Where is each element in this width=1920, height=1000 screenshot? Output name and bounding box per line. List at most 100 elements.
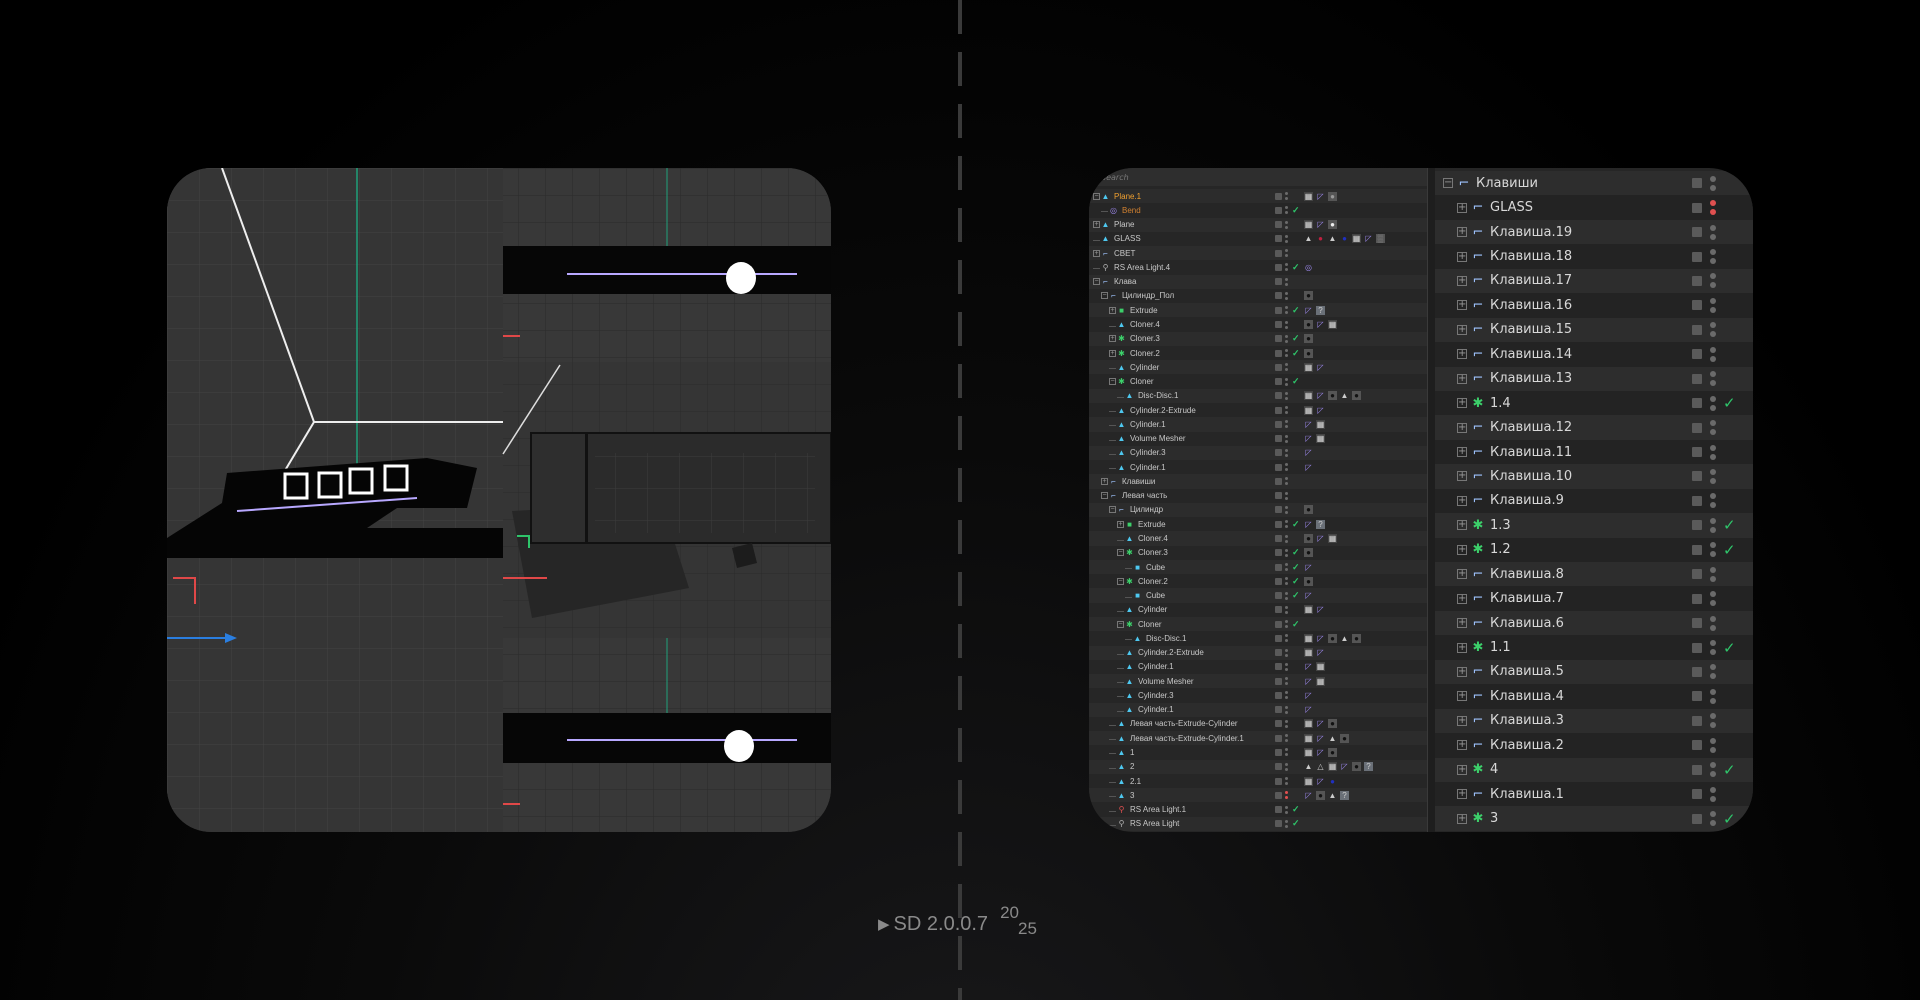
dark-sphere-tag-icon[interactable]: ●	[1304, 348, 1313, 358]
outliner-row[interactable]: +⌐Клавиша.18	[1435, 244, 1753, 269]
visibility-dots[interactable]	[1710, 297, 1716, 313]
layer-edit-icon[interactable]	[1275, 406, 1282, 414]
outliner-row[interactable]: +⌐Клавиша.16	[1435, 293, 1753, 318]
expand-icon[interactable]: +	[1457, 372, 1467, 384]
dark-sphere-tag-icon[interactable]: ●	[1304, 505, 1313, 515]
dark-sphere-tag-icon[interactable]: ●	[1304, 320, 1313, 330]
layer-edit-icon[interactable]	[1692, 471, 1702, 482]
outliner-row[interactable]: ▲Cylinder.1◸	[1089, 702, 1427, 717]
phong-tag-icon[interactable]: ◸	[1305, 790, 1312, 800]
layer-edit-icon[interactable]	[1275, 463, 1282, 471]
visibility-dots[interactable]	[1285, 534, 1288, 543]
triangle-tag-icon[interactable]: ▲	[1328, 234, 1337, 244]
expand-icon[interactable]: +	[1457, 568, 1467, 580]
visibility-dots[interactable]	[1285, 548, 1288, 557]
layer-edit-icon[interactable]	[1692, 373, 1702, 384]
collapse-icon[interactable]: −	[1093, 192, 1100, 200]
outliner-row[interactable]: ▲Левая часть-Extrude-Cylinder▦◸●	[1089, 716, 1427, 732]
expand-icon[interactable]: +	[1457, 299, 1467, 311]
expand-icon[interactable]: +	[1457, 641, 1467, 653]
layer-edit-icon[interactable]	[1275, 306, 1282, 314]
outliner-row[interactable]: ⚲RS Area Light.4✓◎	[1089, 260, 1427, 275]
visibility-dots[interactable]	[1285, 463, 1288, 472]
layer-edit-icon[interactable]	[1275, 806, 1282, 814]
checker-tag-icon[interactable]: ▦	[1304, 220, 1313, 230]
dark-sphere-tag-icon[interactable]: ●	[1328, 747, 1337, 757]
outliner-row[interactable]: +✱4✓	[1435, 757, 1753, 782]
visibility-dots[interactable]	[1710, 737, 1716, 753]
visibility-dots[interactable]	[1285, 605, 1288, 614]
expand-icon[interactable]: +	[1457, 519, 1467, 531]
visibility-dots[interactable]	[1285, 634, 1288, 643]
visibility-dots[interactable]	[1285, 249, 1288, 258]
outliner-row[interactable]: +✱1.3✓	[1435, 513, 1753, 538]
outliner-row[interactable]: +✱Cloner.2✓●	[1089, 345, 1427, 361]
phong-tag-icon[interactable]: ◸	[1317, 747, 1324, 757]
visibility-dots[interactable]	[1285, 434, 1288, 443]
layer-edit-icon[interactable]	[1275, 449, 1282, 457]
enabled-check-icon[interactable]: ✓	[1292, 304, 1300, 315]
dark-sphere-tag-icon[interactable]: ●	[1352, 633, 1361, 643]
checker-tag-icon[interactable]: ▦	[1304, 191, 1313, 201]
outliner-row[interactable]: ▲Cylinder.1◸	[1089, 460, 1427, 475]
dark-sphere-tag-icon[interactable]: ●	[1328, 719, 1337, 729]
checker-tag-icon[interactable]: ▦	[1316, 676, 1325, 686]
layer-edit-icon[interactable]	[1692, 227, 1702, 238]
layer-edit-icon[interactable]	[1692, 691, 1702, 702]
visibility-dots[interactable]	[1710, 542, 1716, 558]
expand-icon[interactable]: +	[1093, 249, 1100, 257]
expand-icon[interactable]: +	[1457, 812, 1467, 824]
outliner-row[interactable]: +⌐Клавиша.11	[1435, 439, 1753, 465]
visibility-dots[interactable]	[1285, 791, 1288, 800]
visibility-dots[interactable]	[1285, 334, 1288, 343]
visibility-dots[interactable]	[1710, 591, 1716, 607]
layer-edit-icon[interactable]	[1275, 249, 1282, 257]
visibility-dots[interactable]	[1285, 363, 1288, 372]
outliner-row[interactable]: ⚲RS Area Light.1✓	[1089, 802, 1427, 817]
outliner-row[interactable]: +⌐Клавиша.3	[1435, 708, 1753, 734]
layer-edit-icon[interactable]	[1692, 764, 1702, 775]
layer-edit-icon[interactable]	[1692, 520, 1702, 531]
checker-tag-icon[interactable]: ▦	[1328, 534, 1337, 543]
blue-sphere-tag-icon[interactable]: ●	[1330, 776, 1335, 786]
visibility-dots[interactable]	[1710, 175, 1716, 191]
outliner-row[interactable]: +▲Plane▦◸●	[1089, 217, 1427, 232]
layer-edit-icon[interactable]	[1275, 278, 1282, 286]
outliner-row[interactable]: −✱Cloner✓	[1089, 374, 1427, 389]
expand-icon[interactable]: +	[1457, 690, 1467, 702]
layer-edit-icon[interactable]	[1692, 544, 1702, 555]
phong-tag-icon[interactable]: ◸	[1317, 534, 1324, 543]
expand-icon[interactable]: +	[1109, 349, 1116, 357]
enabled-check-icon[interactable]: ✓	[1292, 333, 1300, 344]
outliner-row[interactable]: ◎Bend✓	[1089, 203, 1427, 218]
outliner-row[interactable]: +⌐Клавиша.10	[1435, 464, 1753, 489]
phong-tag-icon[interactable]: ◸	[1365, 234, 1372, 244]
visibility-dots[interactable]	[1710, 786, 1716, 802]
outline-triangle-tag-icon[interactable]: △	[1317, 762, 1324, 772]
layer-edit-icon[interactable]	[1692, 813, 1702, 824]
phong-tag-icon[interactable]: ◸	[1305, 448, 1312, 458]
layer-edit-icon[interactable]	[1692, 324, 1702, 335]
phong-tag-icon[interactable]: ◸	[1305, 690, 1312, 700]
visibility-dots[interactable]	[1710, 249, 1716, 265]
visibility-dots[interactable]	[1710, 615, 1716, 631]
expand-icon[interactable]: +	[1457, 763, 1467, 775]
layer-edit-icon[interactable]	[1275, 363, 1282, 371]
layer-edit-icon[interactable]	[1275, 791, 1282, 799]
expand-icon[interactable]: +	[1457, 421, 1467, 433]
phong-tag-icon[interactable]: ◸	[1317, 220, 1324, 230]
visibility-dots[interactable]	[1710, 762, 1716, 778]
checker-tag-icon[interactable]: ▦	[1304, 747, 1313, 757]
outliner-row[interactable]: ▲2▲△▦◸●?	[1089, 759, 1427, 774]
layer-edit-icon[interactable]	[1692, 422, 1702, 433]
dark-sphere-tag-icon[interactable]: ●	[1352, 762, 1361, 772]
visibility-dots[interactable]	[1285, 263, 1288, 272]
layer-edit-icon[interactable]	[1692, 740, 1702, 751]
layer-edit-icon[interactable]	[1275, 663, 1282, 671]
expand-icon[interactable]: +	[1457, 543, 1467, 555]
visibility-dots[interactable]	[1285, 277, 1288, 286]
phong-tag-icon[interactable]: ◸	[1305, 519, 1312, 529]
triangle-tag-icon[interactable]: ▲	[1328, 733, 1337, 743]
outliner-row[interactable]: +⌐Клавиша.12	[1435, 415, 1753, 440]
layer-edit-icon[interactable]	[1275, 649, 1282, 657]
